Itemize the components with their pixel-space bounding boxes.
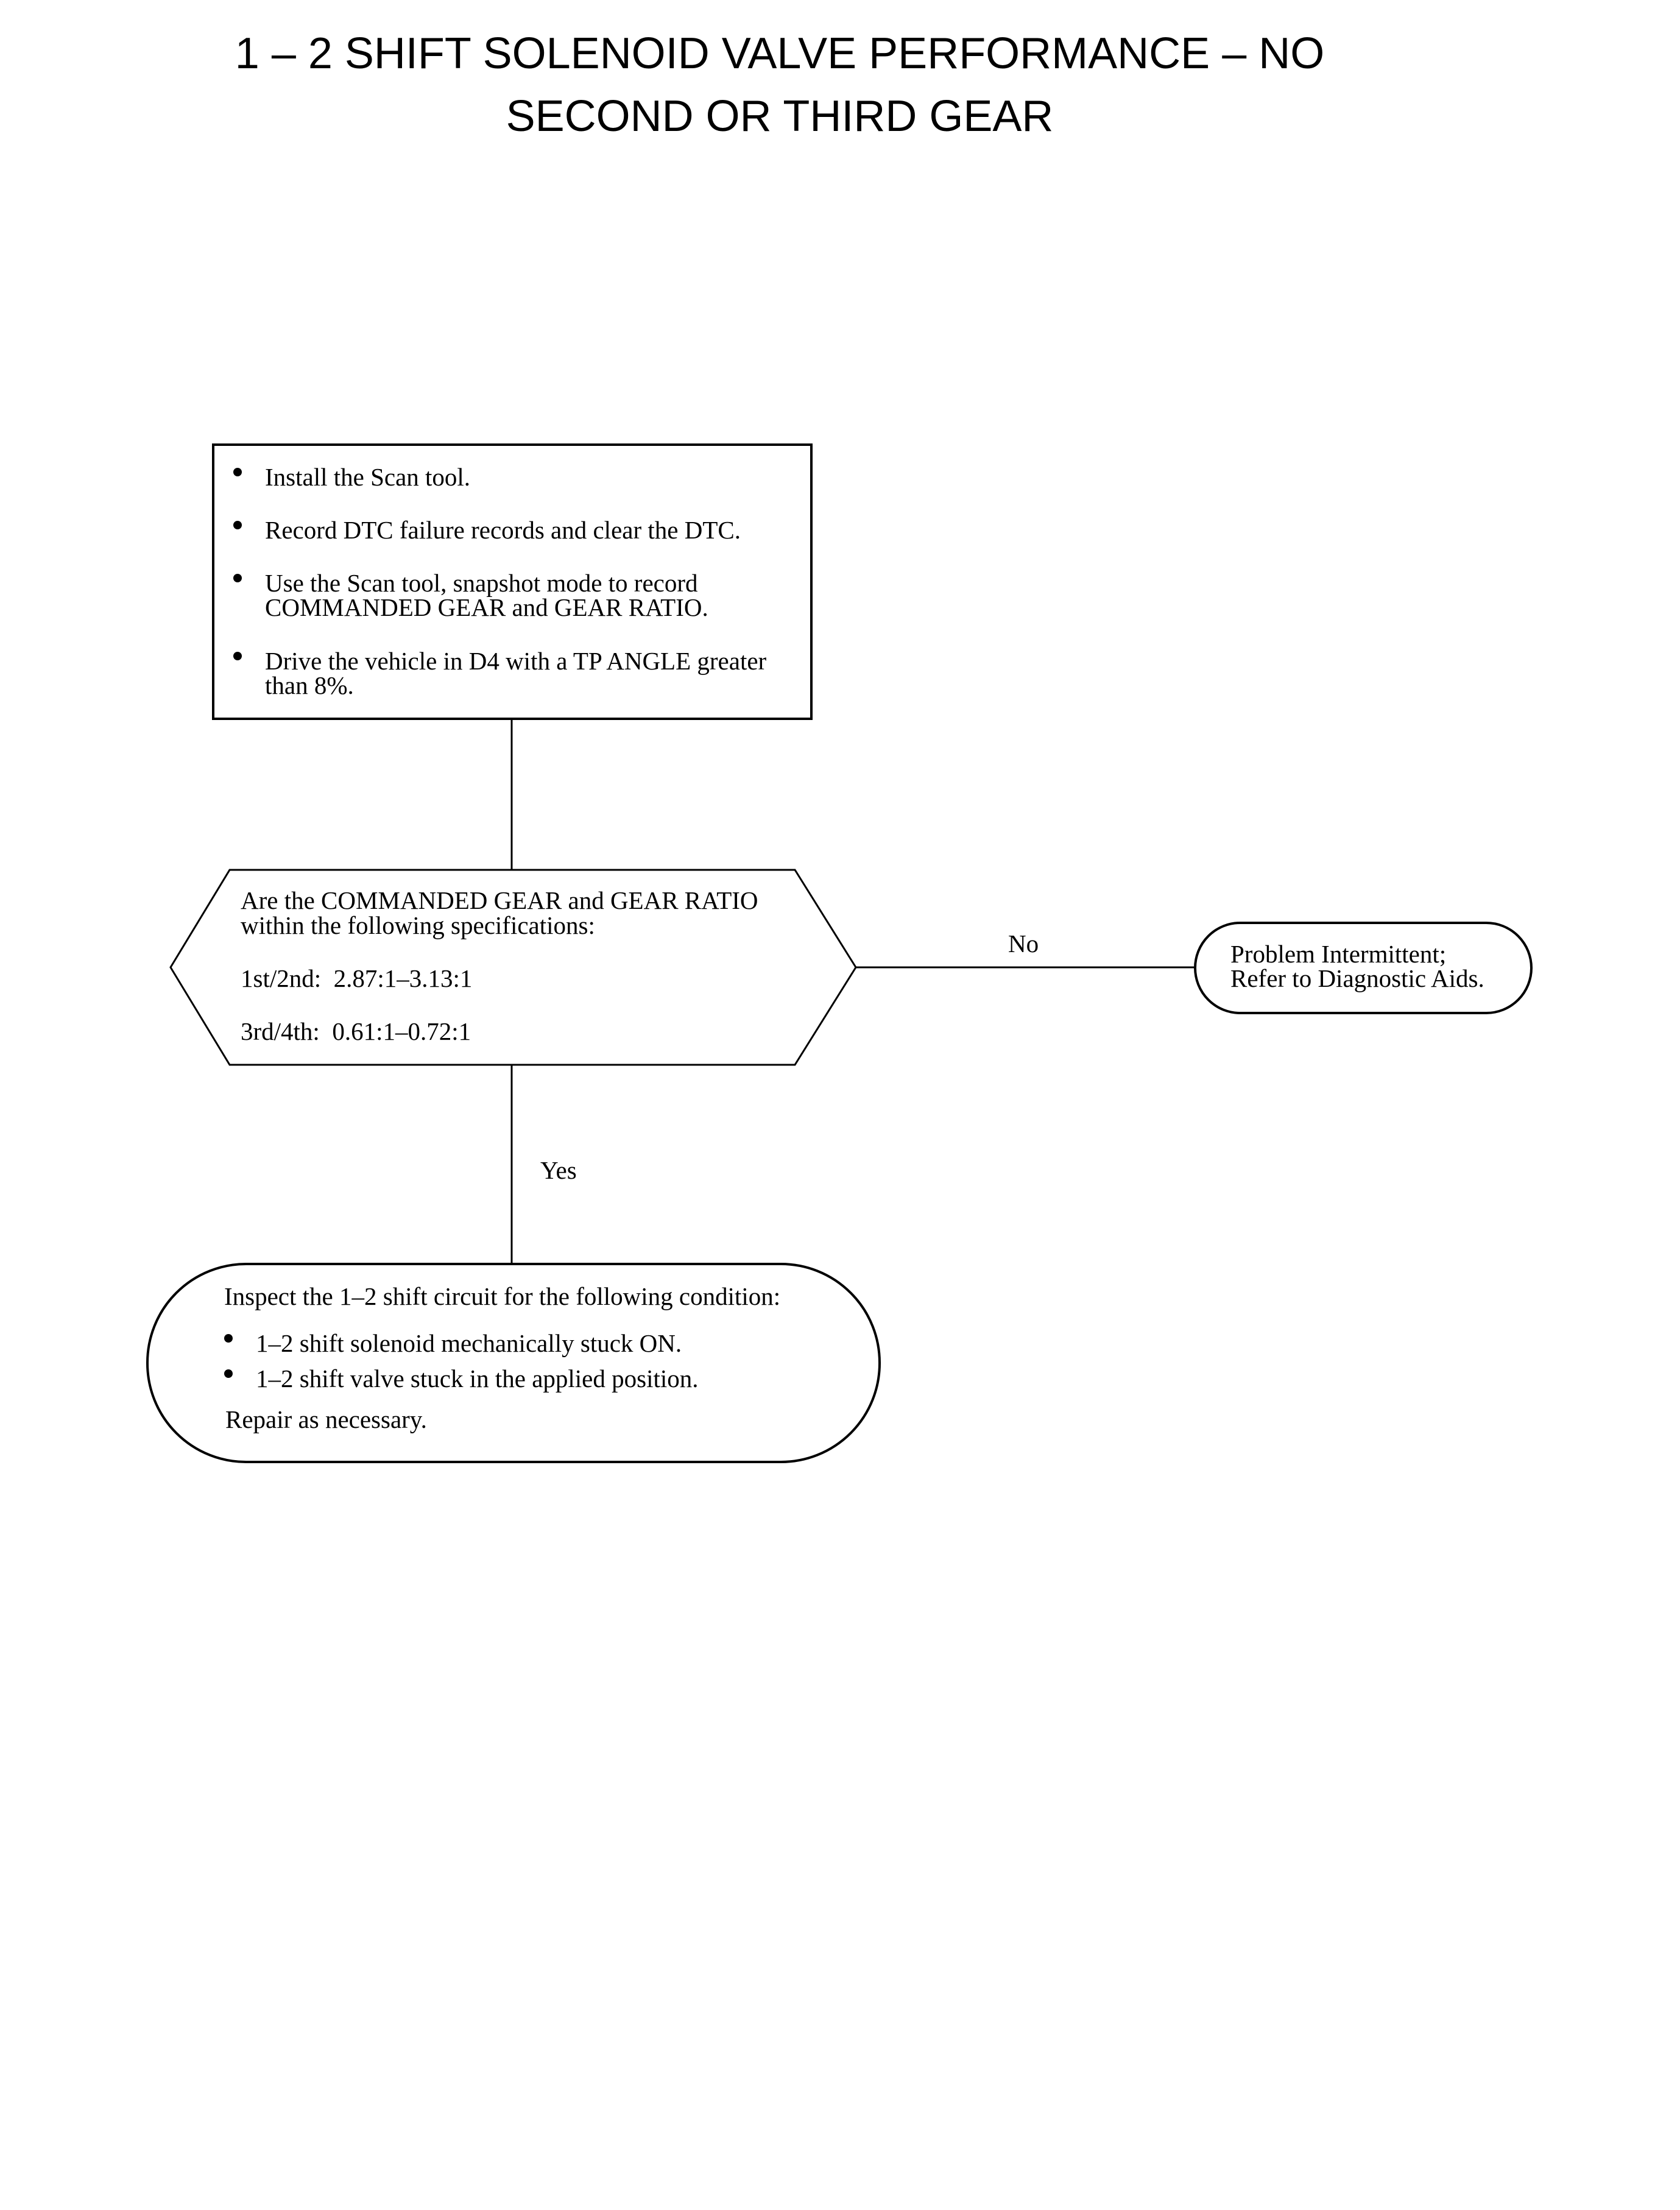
start-step-3-line-2: COMMANDED GEAR and GEAR RATIO. [265, 593, 708, 621]
yes-terminal-box: Inspect the 1–2 shift circuit for the fo… [146, 1263, 881, 1463]
no-label: No [1008, 930, 1039, 958]
start-step-1: Install the Scan tool. [265, 463, 470, 491]
page-title-line-1: 1 – 2 SHIFT SOLENOID VALVE PERFORMANCE –… [235, 29, 1325, 78]
decision-box: Are the COMMANDED GEAR and GEAR RATIO wi… [169, 869, 857, 1066]
start-box: Install the Scan tool. Record DTC failur… [212, 443, 813, 720]
page-title-line-2: SECOND OR THIRD GEAR [506, 92, 1054, 141]
bullet-icon [224, 1369, 233, 1378]
bullet-icon [224, 1334, 233, 1343]
start-step-3-line-1: Use the Scan tool, snapshot mode to reco… [265, 569, 698, 597]
bullet-icon [233, 468, 242, 476]
decision-question-line-1: Are the COMMANDED GEAR and GEAR RATIO [241, 886, 758, 914]
yes-terminal-bullet-2: 1–2 shift valve stuck in the applied pos… [256, 1364, 699, 1393]
yes-terminal-footer: Repair as necessary. [225, 1405, 427, 1433]
bullet-icon [233, 574, 242, 582]
no-terminal-line-2: Refer to Diagnostic Aids. [1230, 964, 1484, 992]
start-step-4-line-1: Drive the vehicle in D4 with a TP ANGLE … [265, 647, 767, 675]
bullet-icon [233, 521, 242, 529]
start-step-2: Record DTC failure records and clear the… [265, 516, 741, 544]
yes-terminal-bullet-1: 1–2 shift solenoid mechanically stuck ON… [256, 1329, 682, 1357]
no-terminal-box: Problem Intermittent; Refer to Diagnosti… [1194, 922, 1533, 1014]
decision-spec-1: 1st/2nd: 2.87:1–3.13:1 [241, 964, 472, 992]
yes-terminal-intro: Inspect the 1–2 shift circuit for the fo… [224, 1282, 780, 1310]
yes-label: Yes [540, 1156, 577, 1184]
decision-question-line-2: within the following specifications: [241, 911, 595, 939]
bullet-icon [233, 652, 242, 660]
decision-spec-2: 3rd/4th: 0.61:1–0.72:1 [241, 1017, 471, 1045]
start-step-4-line-2: than 8%. [265, 671, 354, 699]
no-terminal-line-1: Problem Intermittent; [1230, 940, 1446, 968]
